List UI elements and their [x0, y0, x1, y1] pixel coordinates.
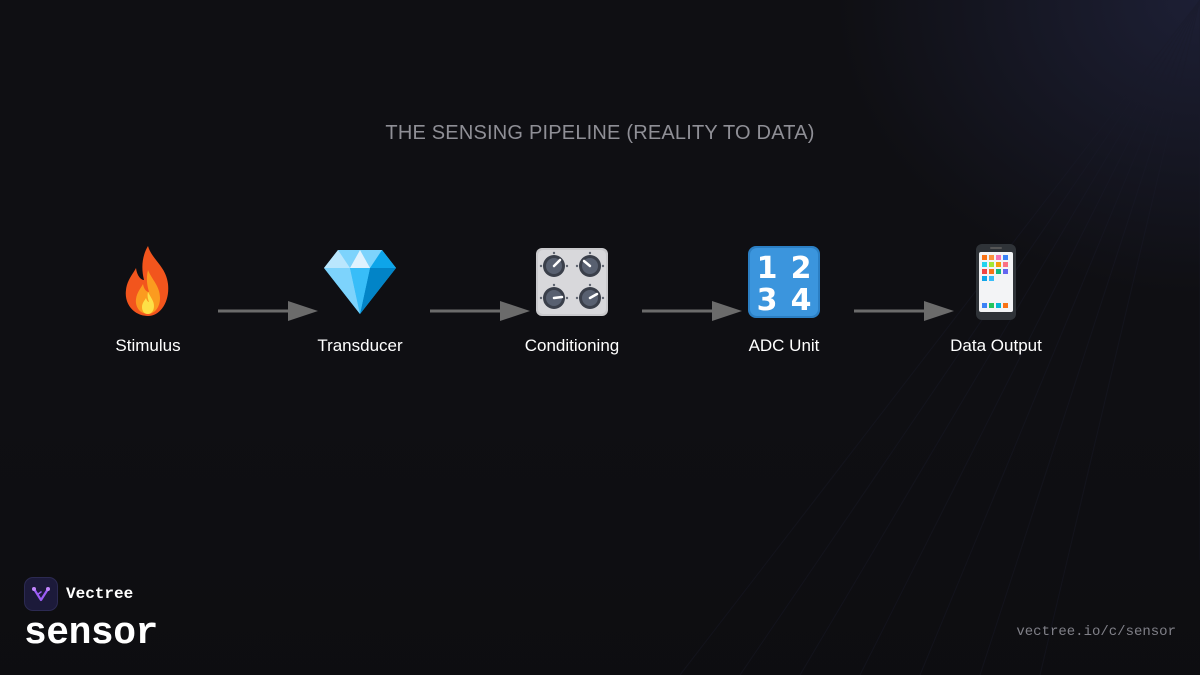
svg-text:3: 3 [757, 283, 778, 318]
footer-url: vectree.io/c/sensor [1016, 624, 1176, 640]
stage-label: ADC Unit [748, 336, 820, 355]
stage-transducer: Transducer [280, 240, 440, 356]
stage-adc-unit: 1 2 3 4 ADC Unit [704, 240, 864, 356]
stage-stimulus: Stimulus [68, 240, 228, 356]
stage-label: Transducer [317, 336, 403, 355]
arrow-adc-to-output [854, 301, 954, 321]
stage-label: Conditioning [524, 336, 620, 355]
svg-text:2: 2 [791, 251, 812, 286]
brand-name: Vectree [66, 585, 134, 603]
arrow-stimulus-to-transducer [218, 301, 318, 321]
numbers-1234-icon: 1 2 3 4 [748, 246, 820, 318]
diagram-title: THE SENSING PIPELINE (REALITY TO DATA) [385, 122, 815, 144]
control-knobs-icon [536, 248, 608, 316]
product-name: sensor [24, 612, 158, 655]
fire-icon [125, 246, 169, 316]
gem-icon [324, 250, 396, 314]
stage-label: Stimulus [115, 336, 181, 355]
brand-row: Vectree [24, 577, 158, 611]
svg-text:1: 1 [757, 251, 778, 286]
stage-conditioning: Conditioning [492, 240, 652, 356]
arrow-transducer-to-conditioning [430, 301, 530, 321]
arrow-conditioning-to-adc [642, 301, 742, 321]
mobile-phone-icon [976, 244, 1016, 320]
vectree-logo-icon [24, 577, 58, 611]
svg-text:4: 4 [791, 283, 812, 318]
stage-data-output: Data Output [916, 240, 1076, 356]
stage-label: Data Output [950, 336, 1042, 355]
brand-block: Vectree sensor [24, 577, 158, 654]
